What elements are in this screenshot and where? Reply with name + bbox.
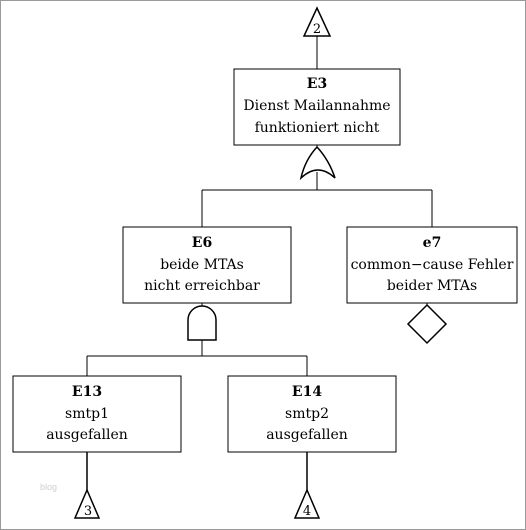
- event-id: E13: [72, 384, 102, 400]
- event-box-e14: E14 smtp2 ausgefallen: [227, 375, 397, 453]
- transfer-triangle-top: 2: [302, 6, 332, 37]
- event-id: e7: [423, 235, 442, 251]
- event-description-line2: ausgefallen: [266, 427, 348, 443]
- event-id: E6: [192, 235, 212, 251]
- event-description-line2: ausgefallen: [46, 427, 128, 443]
- triangle-icon: [73, 488, 101, 519]
- event-description-line2: nicht erreichbar: [144, 278, 260, 294]
- transfer-triangle-left: 3: [73, 488, 101, 519]
- event-box-e3: E3 Dienst Mailannahme funktioniert nicht: [233, 68, 401, 146]
- diamond-icon: [406, 303, 448, 345]
- event-box-e7: e7 common−cause Fehler beider MTAs: [346, 226, 518, 304]
- event-description-line1: smtp1: [65, 406, 109, 422]
- event-description-line2: beider MTAs: [387, 278, 477, 294]
- or-gate-icon: [299, 145, 336, 181]
- event-description-line1: beide MTAs: [160, 257, 244, 273]
- and-gate-icon: [187, 305, 217, 341]
- triangle-icon: [293, 488, 321, 519]
- event-description-line1: Dienst Mailannahme: [243, 98, 390, 114]
- event-box-e6: E6 beide MTAs nicht erreichbar: [122, 226, 292, 304]
- transfer-label-right: 4: [303, 504, 311, 519]
- event-id: E3: [307, 76, 327, 92]
- event-description-line1: common−cause Fehler: [351, 257, 514, 273]
- transfer-label-top: 2: [313, 22, 321, 37]
- watermark-text: blog: [40, 482, 57, 492]
- event-description-line2: funktioniert nicht: [255, 120, 380, 136]
- transfer-triangle-right: 4: [293, 488, 321, 519]
- transfer-label-left: 3: [84, 504, 92, 519]
- event-id: E14: [292, 384, 322, 400]
- event-box-e13: E13 smtp1 ausgefallen: [12, 375, 182, 453]
- event-description-line1: smtp2: [285, 406, 329, 422]
